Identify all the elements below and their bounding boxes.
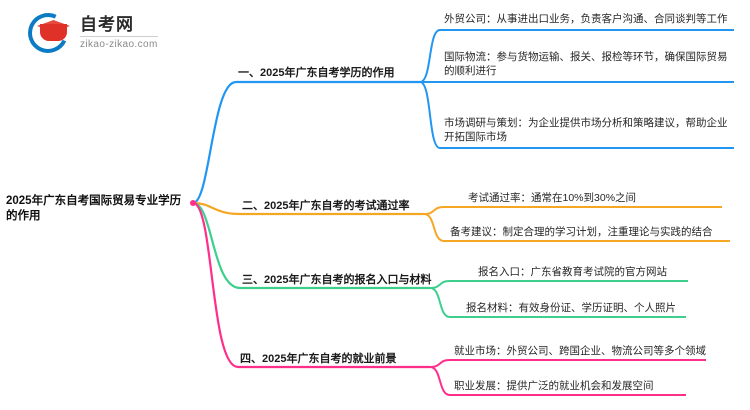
site-logo: 自考网 zikao-zikao.com [22, 7, 208, 59]
graduation-cap-icon [22, 7, 74, 59]
leaf-node-4-1[interactable]: 就业市场：外贸公司、跨国企业、物流公司等多个领域 [454, 345, 706, 357]
leaf-node-1-3[interactable]: 市场调研与策划：为企业提供市场分析和策略建议，帮助企业开拓国际市场 [444, 117, 728, 143]
root-node[interactable]: 2025年广东自考国际贸易专业学历的作用 [6, 195, 182, 223]
leaf-node-1-1[interactable]: 外贸公司：从事进出口业务，负责客户沟通、合同谈判等工作 [444, 13, 728, 25]
logo-subtitle: zikao-zikao.com [80, 39, 158, 50]
branch-node-4[interactable]: 四、2025年广东自考的就业前景 [240, 353, 397, 365]
logo-text: 自考网 zikao-zikao.com [80, 16, 158, 50]
branch-node-2[interactable]: 二、2025年广东自考的考试通过率 [242, 200, 410, 212]
leaf-node-2-1[interactable]: 考试通过率：通常在10%到30%之间 [468, 192, 637, 204]
leaf-node-4-2[interactable]: 职业发展：提供广泛的就业机会和发展空间 [454, 380, 654, 392]
branch-node-3[interactable]: 三、2025年广东自考的报名入口与材料 [242, 274, 432, 286]
leaf-node-3-2[interactable]: 报名材料：有效身份证、学历证明、个人照片 [466, 302, 676, 314]
leaf-node-1-2[interactable]: 国际物流：参与货物运输、报关、报检等环节，确保国际贸易的顺利进行 [444, 51, 728, 77]
leaf-node-3-1[interactable]: 报名入口：广东省教育考试院的官方网站 [478, 266, 667, 278]
leaf-node-2-2[interactable]: 备考建议：制定合理的学习计划，注重理论与实践的结合 [450, 226, 713, 238]
link-branch-2-leaf-1 [423, 206, 722, 215]
root-hub-dot [190, 200, 196, 206]
link-branch-4-leaf-1 [429, 359, 706, 368]
branch-node-1[interactable]: 一、2025年广东自考学历的作用 [238, 67, 395, 79]
link-branch-3-leaf-1 [429, 280, 688, 289]
logo-title: 自考网 [80, 16, 158, 37]
link-root-branch-1 [192, 80, 420, 205]
